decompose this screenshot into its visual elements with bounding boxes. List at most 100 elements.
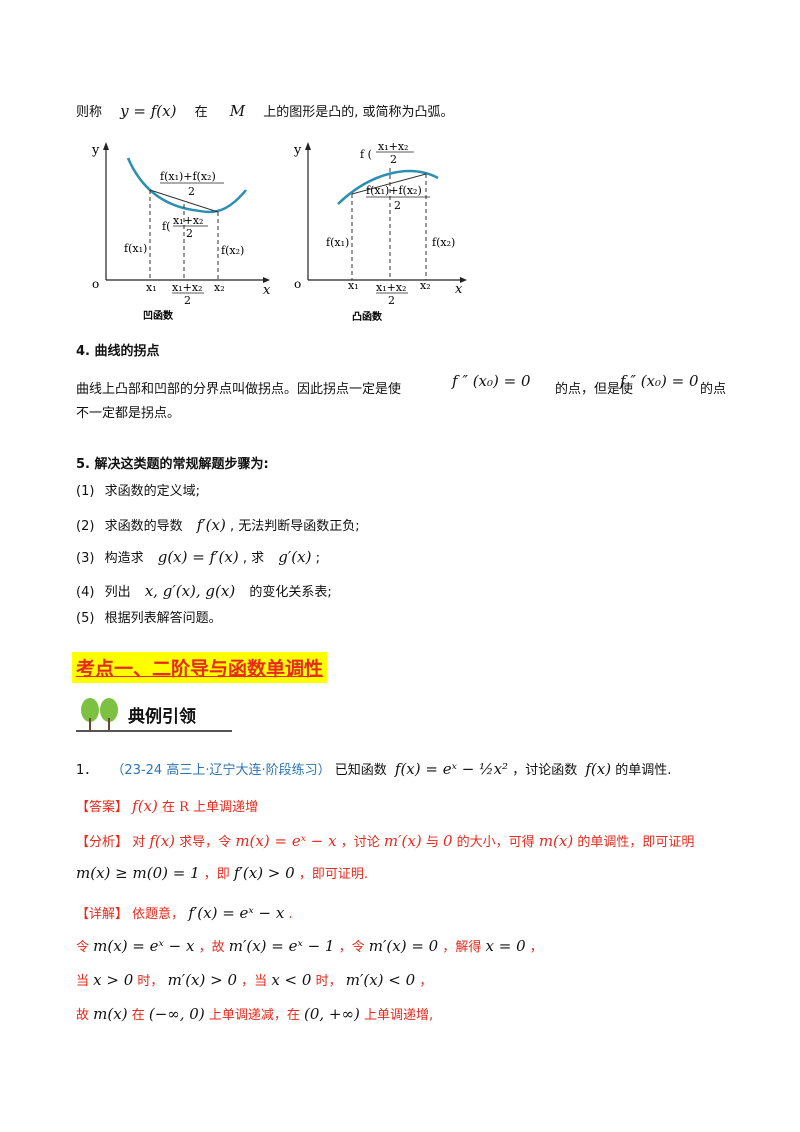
answer-formula: f(x) <box>132 797 158 815</box>
analysis-text-d: 与 <box>425 835 439 850</box>
right-top-den: 2 <box>390 153 397 166</box>
problem-text-b: ，讨论函数 <box>512 763 578 778</box>
section4-text-a: 曲线上凸部和凹部的分界点叫做拐点。因此拐点一定是使 <box>76 382 402 397</box>
step-1-num: (1) <box>76 484 95 499</box>
section4-title: 4. 曲线的拐点 <box>76 344 160 359</box>
detail-f9: m′(x) < 0 <box>345 971 416 989</box>
step-3-formula2: g′(x) <box>278 548 312 566</box>
section4-text-c: 的点 <box>700 382 727 397</box>
detail-text-3b: 时， <box>137 974 164 989</box>
right-origin-label: o <box>294 277 301 291</box>
detail-f10: m(x) <box>93 1005 128 1023</box>
detail-text-3a: 当 <box>76 974 90 989</box>
step-4: (4) 列出 x, g′(x), g(x) 的变化关系表; <box>76 582 332 602</box>
detail-f12: (0, +∞) <box>304 1005 360 1023</box>
step-4-formula: x, g′(x), g(x) <box>144 582 236 600</box>
left-tick-x2: x₂ <box>214 281 225 294</box>
step-5-num: (5) <box>76 611 95 626</box>
analysis-text-e: 的大小，可得 <box>456 835 535 850</box>
detail-text-1b: . <box>288 907 293 922</box>
analysis-f5: m(x) <box>538 832 574 850</box>
answer-line: 【答案】 f(x) 在 R 上单调递增 <box>76 797 258 817</box>
detail-f3: m′(x) = eˣ − 1 <box>228 937 335 955</box>
left-caption: 凹函数 <box>143 309 174 322</box>
analysis-f7: f′(x) > 0 <box>233 864 295 882</box>
answer-text-b: 上单调递增 <box>193 800 259 815</box>
problem-source: （23-24 高三上·辽宁大连·阶段练习） <box>111 763 331 778</box>
left-y-axis-label: y <box>91 143 100 158</box>
section4-line2: 不一定都是拐点。 <box>76 406 181 421</box>
step-1: (1) 求函数的定义域; <box>76 483 200 501</box>
right-fx1: f(x₁) <box>326 236 349 249</box>
detail-text-3e: ， <box>419 974 433 989</box>
section4-line1: 曲线上凸部和凹部的分界点叫做拐点。因此拐点一定是使 <box>76 381 401 399</box>
right-top-prefix: f ( <box>360 148 372 161</box>
detail-text-2b: ，故 <box>198 940 225 955</box>
step-2-formula: f′(x) <box>196 516 226 534</box>
left-fmid-den: 2 <box>186 227 193 240</box>
detail-text-3d: 时， <box>315 974 342 989</box>
topic-heading: 考点一、二阶导与函数单调性 <box>72 652 328 683</box>
right-y-axis-label: y <box>293 143 302 158</box>
intro-set: M <box>229 102 246 120</box>
section5-title: 5. 解决这类题的常规解题步骤为: <box>76 457 269 472</box>
problem-formula2: f(x) <box>585 760 612 778</box>
analysis-text-g: ，即 <box>203 867 230 882</box>
left-mid-den: 2 <box>188 185 195 198</box>
right-mid-num: f(x₁)+f(x₂) <box>366 184 422 197</box>
step-2-text-a: 求函数的导数 <box>104 519 183 534</box>
detail-f7: m′(x) > 0 <box>167 971 238 989</box>
step-1-text: 求函数的定义域; <box>104 484 200 499</box>
analysis-f3: m′(x) <box>383 832 422 850</box>
right-top-num: x₁+x₂ <box>378 140 408 153</box>
analysis-line2: m(x) ≥ m(0) = 1 ，即 f′(x) > 0 ，即可证明. <box>76 864 368 884</box>
analysis-text-f: 的单调性，即可证明 <box>577 835 695 850</box>
right-curve <box>337 169 439 205</box>
detail-f8: x < 0 <box>271 971 312 989</box>
section4-formula1: f ″ (x₀) = 0 <box>452 372 531 390</box>
detail-f4: m′(x) = 0 <box>368 937 439 955</box>
detail-text-4a: 故 <box>76 1008 90 1023</box>
detail-text-2a: 令 <box>76 940 90 955</box>
detail-text-2e: ， <box>529 940 543 955</box>
step-3-formula: g(x) = f′(x) <box>157 548 239 566</box>
detail-f2: m(x) = eˣ − x <box>93 937 195 955</box>
detail-text-4b: 在 <box>131 1008 145 1023</box>
left-fx2: f(x₂) <box>221 244 244 257</box>
right-tick-x1: x₁ <box>348 279 359 292</box>
detail-tag: 【详解】 <box>76 907 129 922</box>
detail-f1: f′(x) = eˣ − x <box>188 904 285 922</box>
step-3-text-a: 构造求 <box>104 551 144 566</box>
right-caption: 凸函数 <box>352 310 383 323</box>
step-4-text-b: 的变化关系表; <box>249 585 332 600</box>
left-curve <box>126 157 247 214</box>
left-fmid-prefix: f( <box>162 220 170 233</box>
analysis-text-c: ，讨论 <box>340 835 380 850</box>
problem-text-c: 的单调性. <box>615 763 672 778</box>
detail-text-2d: ，解得 <box>442 940 482 955</box>
step-3-text-c: ; <box>315 551 320 566</box>
answer-tag: 【答案】 <box>76 800 129 815</box>
right-tick-mid-den: 2 <box>388 294 395 307</box>
intro-formula: y = f(x) <box>120 102 177 120</box>
answer-text-a: 在 <box>162 800 176 815</box>
detail-text-4c: 上单调递减，在 <box>208 1008 300 1023</box>
detail-line2: 令 m(x) = eˣ − x ，故 m′(x) = eˣ − 1 ，令 m′(… <box>76 937 543 957</box>
step-5-text: 根据列表解答问题。 <box>104 611 222 626</box>
detail-f5: x = 0 <box>485 937 526 955</box>
detail-line3: 当 x > 0 时， m′(x) > 0 ，当 x < 0 时， m′(x) <… <box>76 971 432 991</box>
problem-number: 1． <box>76 763 98 778</box>
analysis-f6: m(x) ≥ m(0) = 1 <box>76 864 200 882</box>
left-tick-mid-den: 2 <box>184 294 191 307</box>
intro-mid: 在 <box>194 105 208 120</box>
banner-title: 典例引领 <box>128 707 196 727</box>
right-x-axis-label: x <box>455 282 463 297</box>
detail-text-3c: ，当 <box>241 974 268 989</box>
intro-line: 则称 y = f(x) 在 M 上的图形是凸的, 或简称为凸弧。 <box>76 102 454 122</box>
detail-f6: x > 0 <box>93 971 134 989</box>
step-4-text-a: 列出 <box>104 585 131 600</box>
analysis-f4: 0 <box>442 832 453 850</box>
detail-text-2c: ，令 <box>338 940 365 955</box>
step-5: (5) 根据列表解答问题。 <box>76 610 222 628</box>
example-banner: 典例引领 <box>72 694 232 734</box>
